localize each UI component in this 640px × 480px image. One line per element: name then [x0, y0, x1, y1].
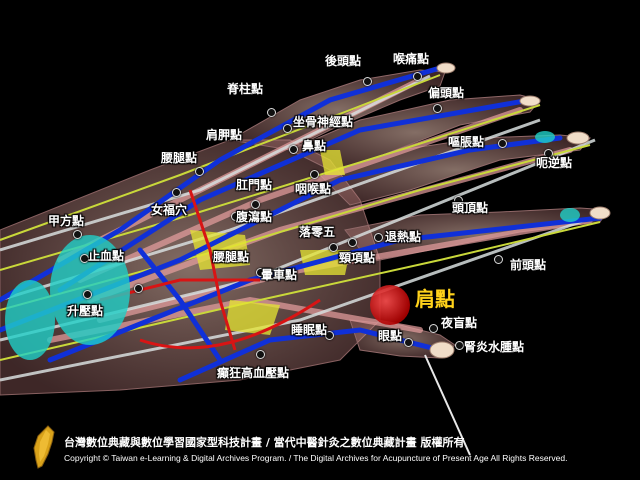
point-dot — [413, 72, 422, 81]
label-yaotui1: 腰腿點 — [161, 151, 198, 165]
label-yanhou: 咽喉點 — [295, 182, 332, 196]
point-dot — [231, 212, 240, 221]
label-shuimian: 睡眠點 — [291, 323, 328, 337]
needle-pointer — [424, 354, 471, 456]
label-yunche: 暈車點 — [261, 268, 298, 282]
label-houtong: 喉痛點 — [393, 52, 430, 66]
label-zhixue: 止血點 — [88, 249, 125, 263]
label-shengya: 升壓點 — [67, 304, 104, 318]
label-bi: 鼻點 — [302, 139, 327, 153]
copyright-chinese: 台灣數位典藏與數位學習國家型科技計畫 / 當代中醫針灸之數位典藏計畫 版權所有 — [64, 436, 465, 449]
point-dot — [289, 145, 298, 154]
point-dot — [195, 167, 204, 176]
label-dian: 癲狂高血壓點 — [217, 366, 290, 380]
point-dot — [363, 77, 372, 86]
label-yan: 眼點 — [378, 329, 403, 343]
label-zuogu: 坐骨神經點 — [293, 115, 354, 129]
point-dot — [256, 350, 265, 359]
point-dot — [454, 196, 463, 205]
point-dot — [374, 233, 383, 242]
label-gangmen: 肛門點 — [236, 178, 273, 192]
point-dot — [329, 243, 338, 252]
label-piantou: 偏頭點 — [428, 86, 465, 100]
label-jianjia: 肩胛點 — [206, 128, 243, 142]
label-fuxie: 腹瀉點 — [236, 210, 273, 224]
point-dot — [433, 104, 442, 113]
point-dot — [134, 284, 143, 293]
label-jingxiang: 頸項點 — [339, 251, 376, 265]
point-dot — [251, 200, 260, 209]
point-dot — [325, 331, 334, 340]
fingernails — [429, 62, 611, 359]
label-nvfu: 女福穴 — [151, 203, 188, 217]
point-dot — [83, 290, 92, 299]
label-yaotui2: 腰腿點 — [213, 250, 250, 264]
label-yemang: 夜盲點 — [441, 316, 478, 330]
point-dot — [429, 324, 438, 333]
point-dot — [267, 108, 276, 117]
point-dot — [172, 188, 181, 197]
label-jian: 肩點 — [415, 287, 455, 311]
point-dot — [404, 338, 413, 347]
label-outu: 嘔脹點 — [448, 135, 485, 149]
point-dot — [212, 253, 221, 262]
point-dot — [310, 170, 319, 179]
label-shenyan: 腎炎水腫點 — [464, 340, 525, 354]
label-houtou: 後頭點 — [325, 54, 362, 68]
point-dot — [80, 254, 89, 263]
label-jiafang: 甲方點 — [48, 214, 85, 228]
label-toudin: 頭頂點 — [452, 201, 489, 215]
copyright-footer: 台灣數位典藏與數位學習國家型科技計畫 / 當代中醫針灸之數位典藏計畫 版權所有 … — [0, 428, 640, 480]
point-dot — [494, 255, 503, 264]
point-dot — [544, 149, 553, 158]
point-dot — [283, 124, 292, 133]
label-tuire: 退熱點 — [385, 230, 422, 244]
label-qiantou: 前頭點 — [510, 258, 547, 272]
point-dot — [73, 230, 82, 239]
point-dot — [455, 341, 464, 350]
shoulder-point-marker — [370, 285, 410, 325]
copyright-english: Copyright © Taiwan e-Learning & Digital … — [64, 453, 568, 463]
label-luozhen: 落零五 — [299, 225, 336, 239]
point-dot — [498, 139, 507, 148]
label-eni: 呃逆點 — [536, 156, 573, 170]
point-dot — [256, 268, 265, 277]
label-jizhu: 脊柱點 — [227, 82, 264, 96]
point-dot — [348, 238, 357, 247]
taiwan-logo — [33, 425, 55, 469]
